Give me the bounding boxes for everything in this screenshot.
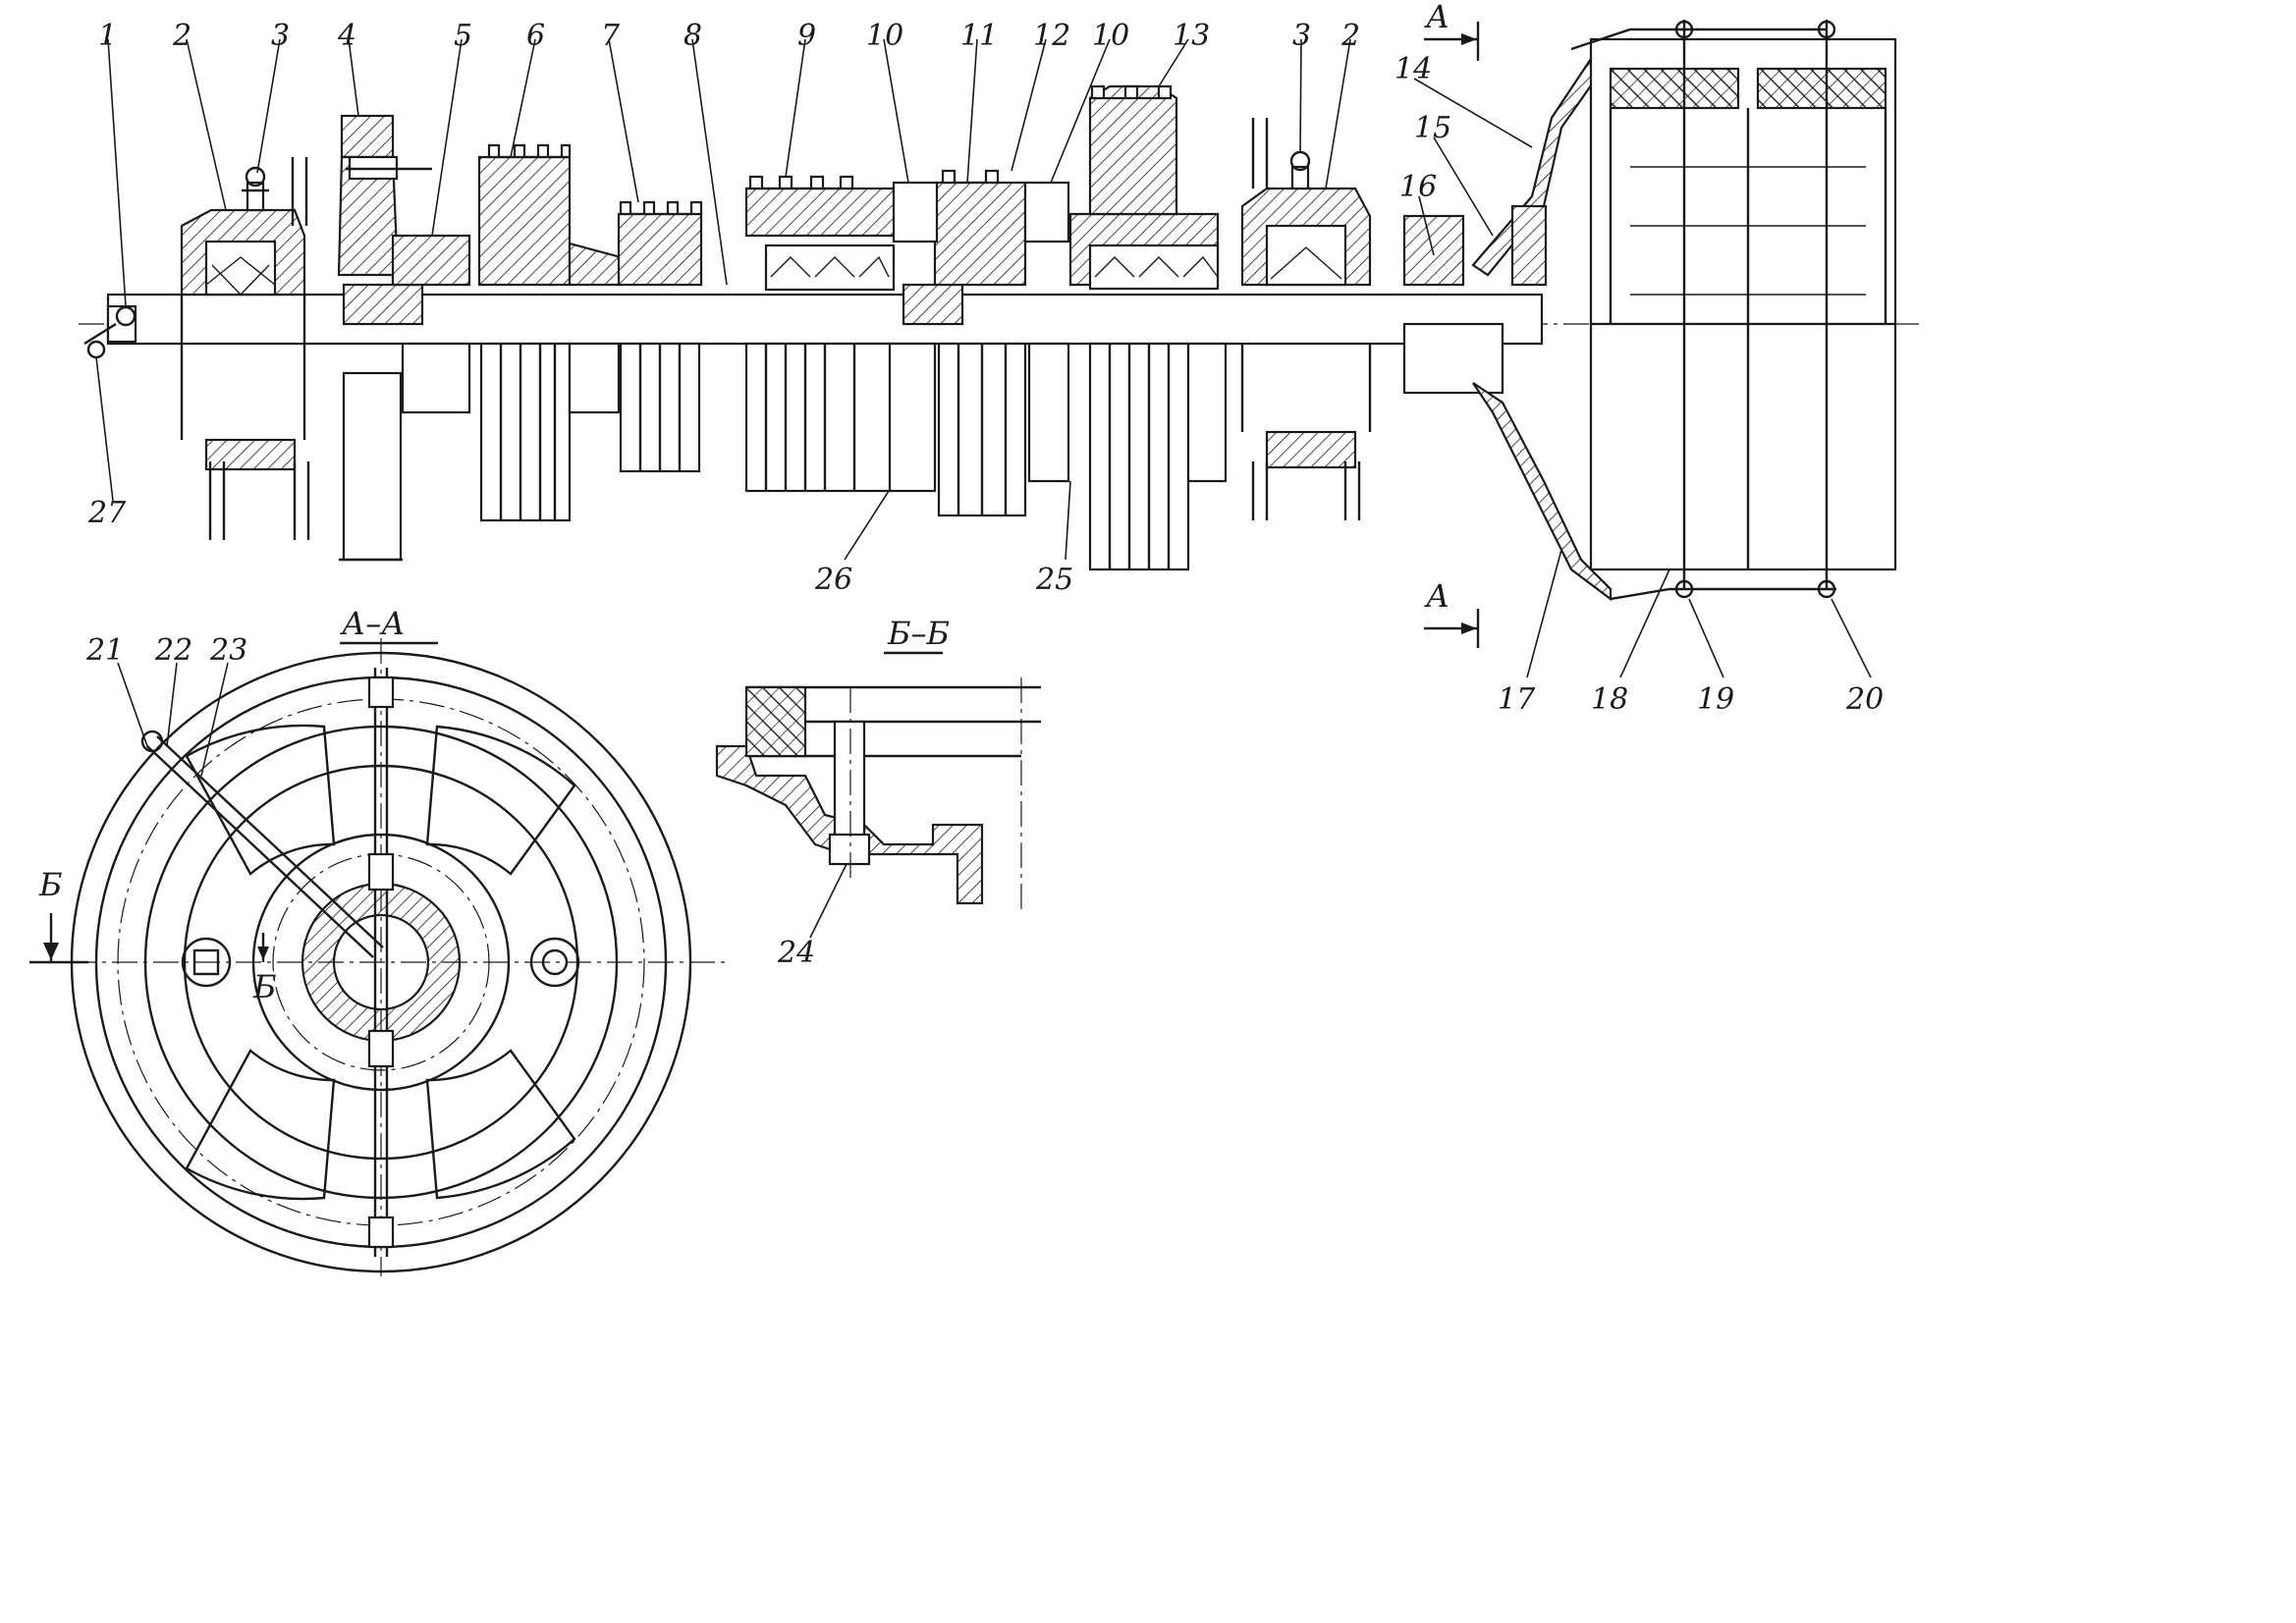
callout-27: 27	[87, 496, 127, 530]
callout-15: 15	[1414, 111, 1451, 145]
callout-14: 14	[1394, 52, 1432, 86]
section-bb-title: Б–Б	[887, 615, 950, 652]
callout-24: 24	[777, 936, 815, 970]
section-labels: А–А Б–Б А А Б Б	[38, 0, 1449, 1005]
callout-12: 12	[1033, 19, 1070, 53]
section-b-left-mark: Б	[38, 866, 63, 903]
callout-3: 3	[271, 19, 290, 53]
callout-16: 16	[1399, 170, 1437, 204]
leader-lines	[95, 38, 1872, 939]
callout-22: 22	[154, 633, 192, 668]
callout-21: 21	[85, 633, 124, 668]
section-a-top-mark: А	[1424, 0, 1449, 35]
callout-18: 18	[1591, 682, 1628, 717]
callout-5: 5	[454, 19, 472, 53]
callout-10-left: 10	[866, 19, 903, 53]
callout-9: 9	[797, 19, 816, 53]
callout-1: 1	[98, 19, 117, 53]
callout-2-right: 2	[1340, 19, 1360, 53]
main-section-view	[79, 20, 1925, 602]
callout-8: 8	[683, 19, 702, 53]
callout-2: 2	[172, 19, 191, 53]
callout-25: 25	[1035, 563, 1073, 597]
callout-26: 26	[814, 563, 852, 597]
callout-23: 23	[209, 633, 247, 668]
section-b-b-view	[715, 651, 1041, 913]
callout-20: 20	[1845, 682, 1884, 717]
callout-13: 13	[1173, 19, 1210, 53]
section-a-markers	[1424, 22, 1480, 648]
callout-7: 7	[601, 19, 621, 53]
section-a-bottom-mark: А	[1424, 577, 1449, 615]
section-aa-title: А–А	[340, 605, 405, 642]
callout-17: 17	[1498, 682, 1536, 717]
callout-3-right: 3	[1292, 19, 1311, 53]
section-b-inner-mark: Б	[252, 968, 277, 1005]
callout-6: 6	[526, 19, 545, 53]
callout-10-right: 10	[1092, 19, 1129, 53]
callout-4: 4	[337, 19, 356, 53]
callout-11: 11	[960, 19, 998, 53]
callout-19: 19	[1697, 682, 1734, 717]
callout-labels: 1 2 3 4 5 6 7 8 9 10 11 12 10 13 3 2 14 …	[85, 19, 1884, 970]
section-a-a-view	[29, 638, 727, 1276]
